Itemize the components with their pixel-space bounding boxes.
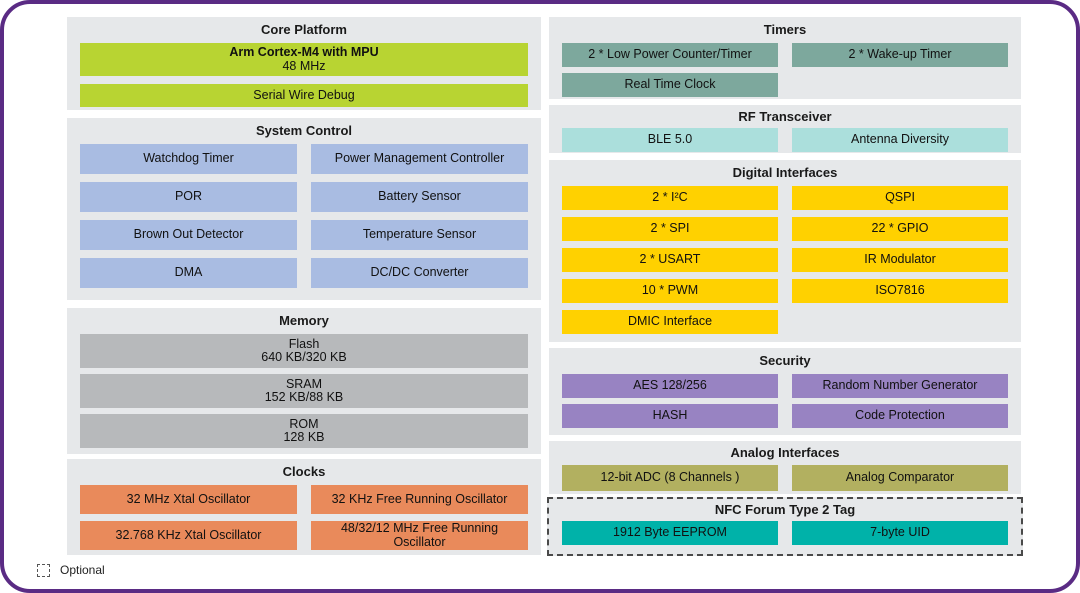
block-dmic-interface: DMIC Interface [562,310,778,334]
section-memory: Memory Flash 640 KB/320 KB SRAM 152 KB/8… [67,308,541,454]
block-code-protection: Code Protection [792,404,1008,428]
section-title-digital-interfaces: Digital Interfaces [732,165,838,180]
block-watchdog-timer: Watchdog Timer [80,144,297,174]
section-rf-transceiver: RF Transceiver BLE 5.0 Antenna Diversity [549,105,1021,153]
section-security: Security AES 128/256 HASH Random Number … [549,348,1021,435]
block-48-32-12mhz-free-running-oscillator: 48/32/12 MHz Free Running Oscillator [311,521,528,550]
section-clocks: Clocks 32 MHz Xtal Oscillator 32.768 KHz… [67,459,541,555]
section-title-clocks: Clocks [282,464,326,479]
block-antenna-diversity: Antenna Diversity [792,128,1008,152]
block-eeprom: 1912 Byte EEPROM [562,521,778,545]
section-system-control: System Control Watchdog Timer POR Brown … [67,118,541,300]
section-title-analog-interfaces: Analog Interfaces [730,445,840,460]
block-random-number-generator: Random Number Generator [792,374,1008,398]
block-iso7816: ISO7816 [792,279,1008,303]
block-pwm: 10 * PWM [562,279,778,303]
memory-size: 640 KB/320 KB [261,350,347,364]
block-dcdc-converter: DC/DC Converter [311,258,528,288]
block-brown-out-detector: Brown Out Detector [80,220,297,250]
block-low-power-counter-timer: 2 * Low Power Counter/Timer [562,43,778,67]
legend-optional: Optional [37,563,105,577]
section-title-memory: Memory [279,313,329,328]
block-wake-up-timer: 2 * Wake-up Timer [792,43,1008,67]
section-title-nfc: NFC Forum Type 2 Tag [714,502,856,517]
block-flash: Flash 640 KB/320 KB [80,334,528,368]
block-32mhz-xtal-oscillator: 32 MHz Xtal Oscillator [80,485,297,514]
block-real-time-clock: Real Time Clock [562,73,778,97]
block-32khz-free-running-oscillator: 32 KHz Free Running Oscillator [311,485,528,514]
section-title-core-platform: Core Platform [261,22,347,37]
block-qspi: QSPI [792,186,1008,210]
block-battery-sensor: Battery Sensor [311,182,528,212]
section-title-timers: Timers [763,22,807,37]
block-ble-5-0: BLE 5.0 [562,128,778,152]
dashed-outline-icon [37,563,50,577]
block-temperature-sensor: Temperature Sensor [311,220,528,250]
cpu-name: Arm Cortex-M4 with MPU [229,45,379,59]
block-i2c: 2 * I²C [562,186,778,210]
memory-size: 152 KB/88 KB [264,390,344,404]
memory-name: ROM [289,416,319,431]
block-usart: 2 * USART [562,248,778,272]
section-title-security: Security [759,353,811,368]
section-timers: Timers 2 * Low Power Counter/Timer Real … [549,17,1021,99]
section-nfc-forum-type2-tag: NFC Forum Type 2 Tag 1912 Byte EEPROM 7-… [547,497,1023,556]
section-title-system-control: System Control [255,123,353,138]
memory-name: SRAM [285,376,323,391]
block-serial-wire-debug: Serial Wire Debug [80,84,528,107]
block-gpio: 22 * GPIO [792,217,1008,241]
memory-size: 128 KB [283,430,325,444]
block-spi: 2 * SPI [562,217,778,241]
block-32768khz-xtal-oscillator: 32.768 KHz Xtal Oscillator [80,521,297,550]
block-arm-cortex-m4: Arm Cortex-M4 with MPU 48 MHz [80,43,528,76]
block-ir-modulator: IR Modulator [792,248,1008,272]
section-core-platform: Core Platform Arm Cortex-M4 with MPU 48 … [67,17,541,110]
block-rom: ROM 128 KB [80,414,528,448]
block-analog-comparator: Analog Comparator [792,465,1008,491]
cpu-frequency: 48 MHz [282,58,326,73]
memory-name: Flash [288,336,320,351]
block-7byte-uid: 7-byte UID [792,521,1008,545]
block-power-management-controller: Power Management Controller [311,144,528,174]
block-12bit-adc: 12-bit ADC (8 Channels ) [562,465,778,491]
section-analog-interfaces: Analog Interfaces 12-bit ADC (8 Channels… [549,441,1021,494]
block-aes: AES 128/256 [562,374,778,398]
block-sram: SRAM 152 KB/88 KB [80,374,528,408]
block-por: POR [80,182,297,212]
block-hash: HASH [562,404,778,428]
section-digital-interfaces: Digital Interfaces 2 * I²C 2 * SPI 2 * U… [549,160,1021,342]
block-dma: DMA [80,258,297,288]
section-title-rf-transceiver: RF Transceiver [738,109,832,124]
legend-label: Optional [60,563,105,577]
